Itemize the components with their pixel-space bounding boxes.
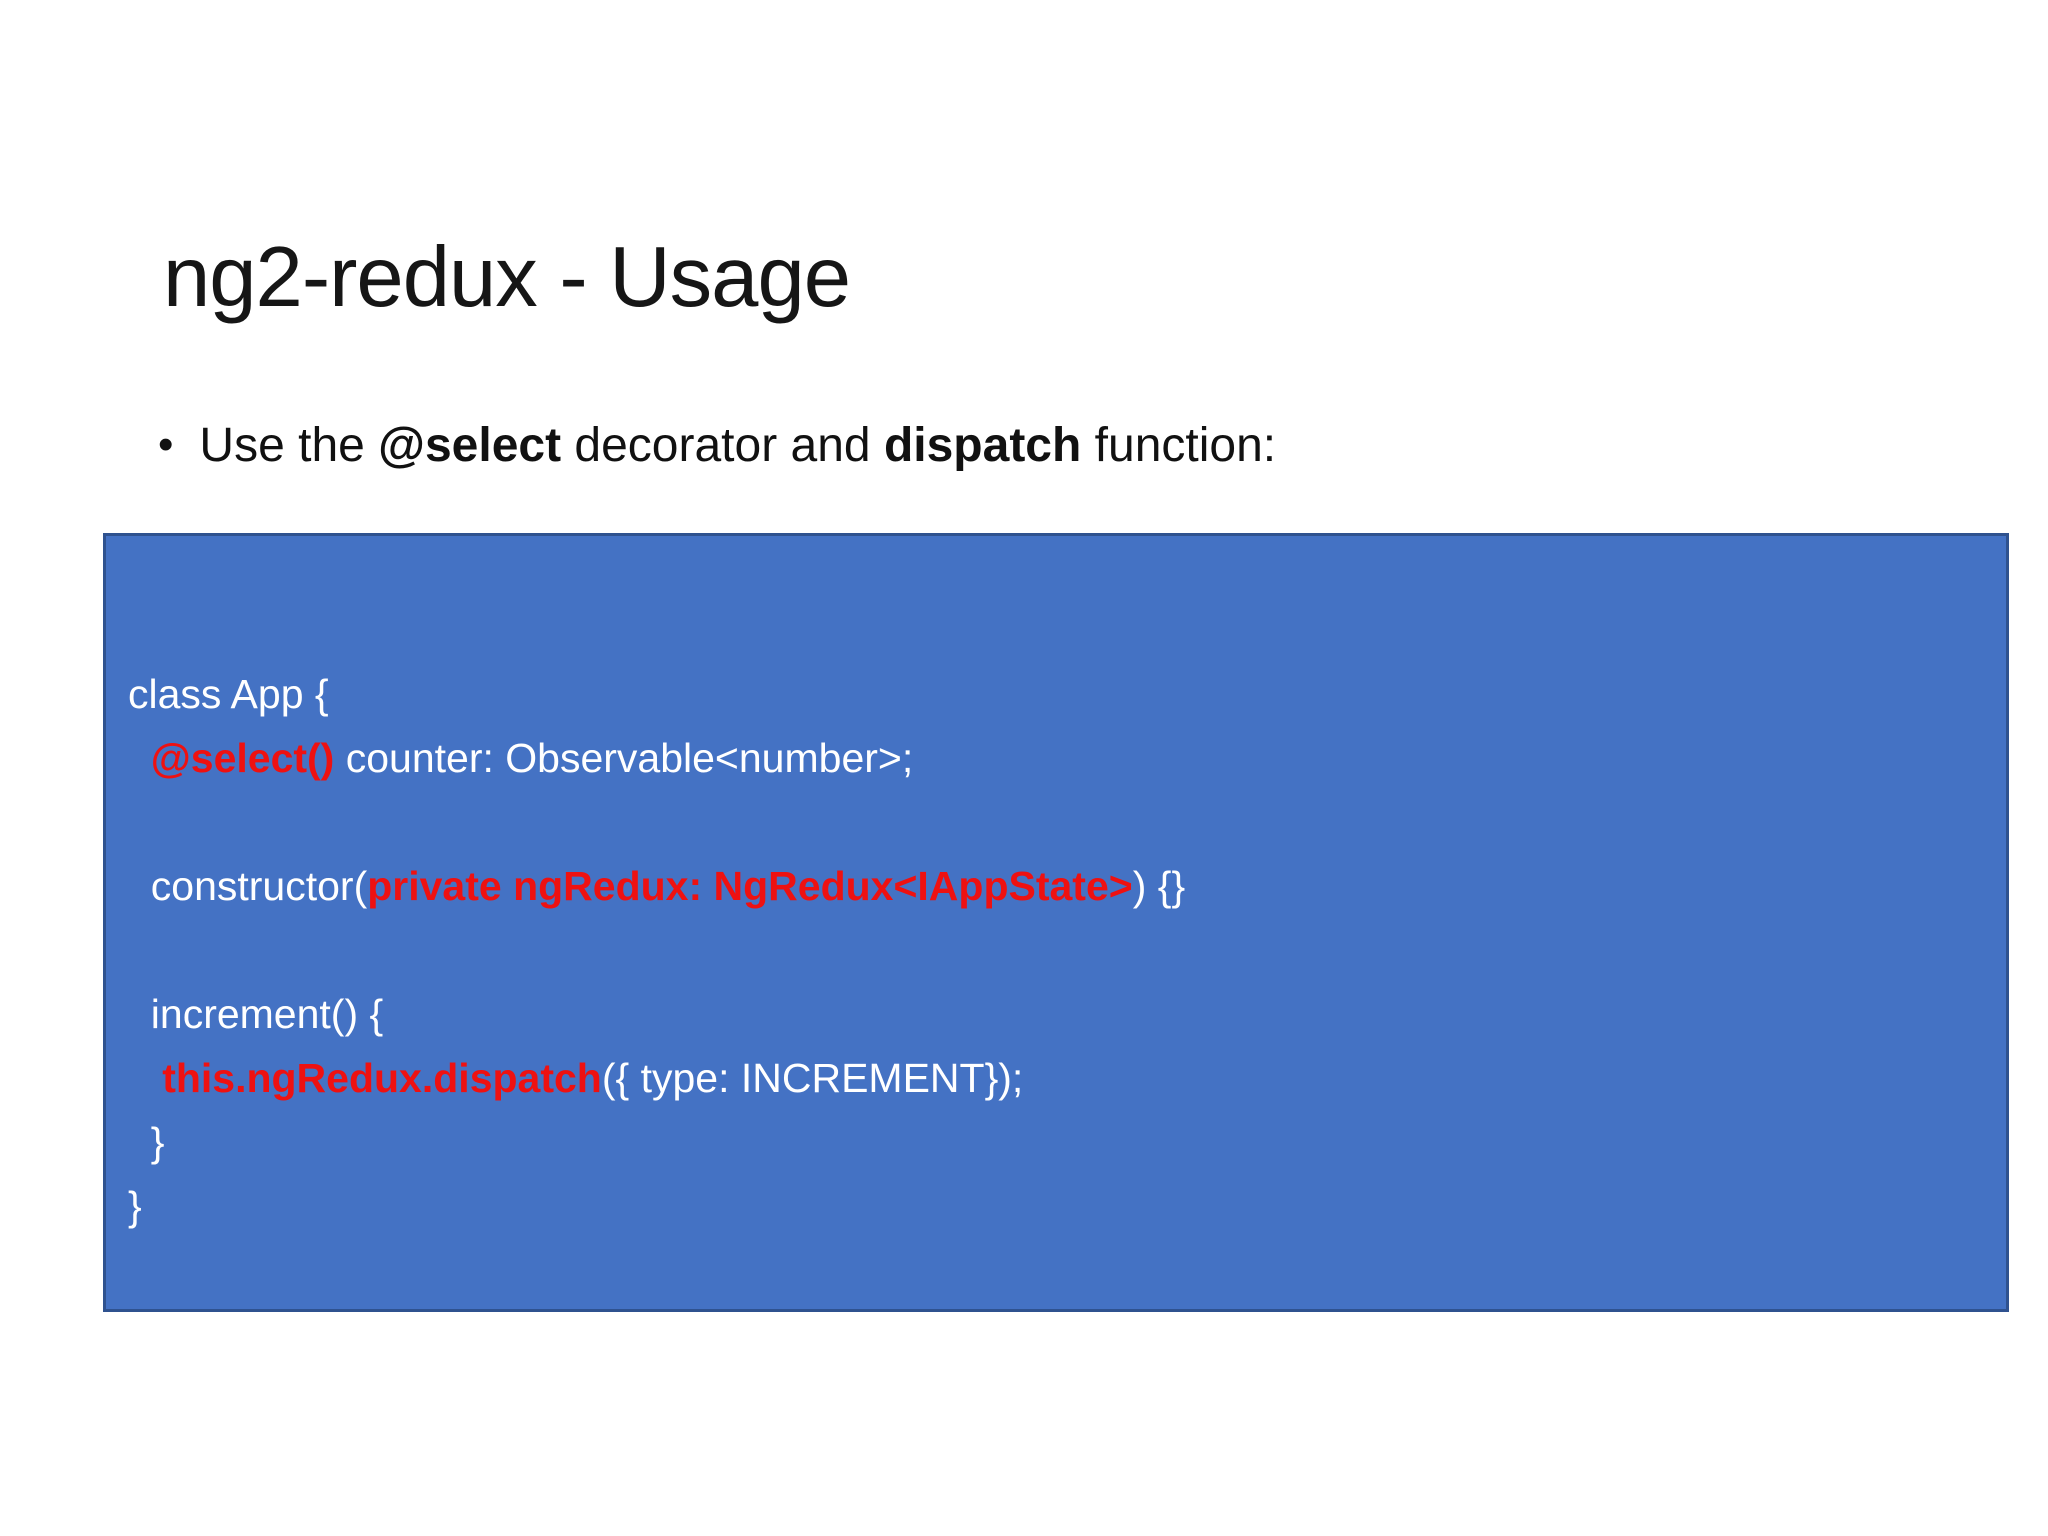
code-text-segment: ({ type: INCREMENT}); — [601, 1055, 1024, 1101]
code-line: class App { — [128, 662, 1976, 726]
bullet-text-segment: function: — [1081, 419, 1277, 472]
code-text-segment: } — [128, 1119, 165, 1165]
code-line: } — [128, 1174, 1976, 1238]
bullet-text: Use the @select decorator and dispatch f… — [199, 419, 1276, 472]
code-text-segment: counter: Observable<number>; — [334, 735, 914, 781]
code-text-segment: increment() { — [128, 991, 384, 1037]
code-text-segment — [128, 1055, 162, 1101]
code-line — [128, 918, 1976, 982]
code-line: increment() { — [128, 982, 1976, 1046]
code-line: } — [128, 1110, 1976, 1174]
bullet-icon: • — [158, 420, 174, 469]
code-text-segment: class App { — [128, 671, 329, 717]
bullet-text-segment: @select — [378, 419, 562, 472]
code-highlight-segment: @select() — [150, 735, 335, 781]
code-block: class App { @select() counter: Observabl… — [103, 533, 2009, 1312]
bullet-text-segment: decorator and — [561, 419, 884, 472]
bullet-line: • Use the @select decorator and dispatch … — [158, 418, 1276, 473]
code-highlight-segment: private ngRedux: NgRedux<IAppState> — [367, 863, 1133, 909]
bullet-text-segment: Use the — [199, 419, 379, 472]
code-line — [128, 790, 1976, 854]
code-text-segment: ) {} — [1132, 863, 1186, 909]
code-highlight-segment: this.ngRedux.dispatch — [162, 1055, 602, 1101]
code-line: constructor(private ngRedux: NgRedux<IAp… — [128, 854, 1976, 918]
bullet-text-segment: dispatch — [883, 419, 1082, 472]
code-text-segment: constructor( — [128, 863, 368, 909]
code-text-segment — [128, 735, 151, 781]
code-line: @select() counter: Observable<number>; — [128, 726, 1976, 790]
slide-title: ng2-redux - Usage — [163, 229, 851, 325]
code-text-segment: } — [128, 1183, 142, 1229]
code-line: this.ngRedux.dispatch({ type: INCREMENT}… — [128, 1046, 1976, 1110]
